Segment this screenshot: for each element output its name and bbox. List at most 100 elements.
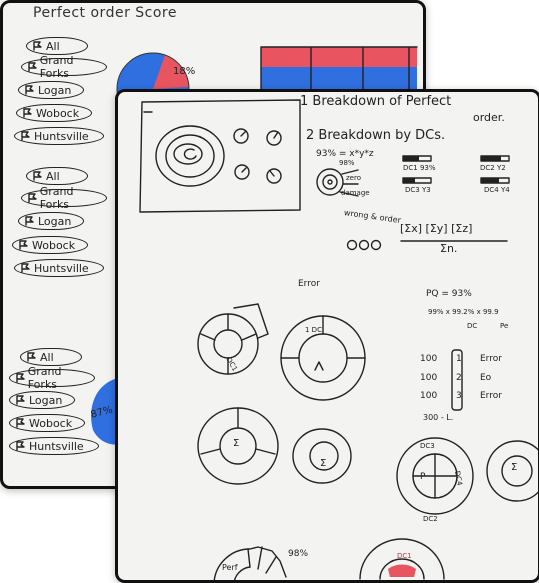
filter-button-label: Huntsville bbox=[34, 129, 89, 143]
donut-label-p: P bbox=[420, 472, 426, 482]
flag-icon bbox=[28, 62, 37, 72]
pq-term-dc: DC bbox=[467, 322, 478, 330]
filter-button-label: Wobock bbox=[36, 106, 80, 120]
row-label: Error bbox=[480, 391, 502, 401]
flag-icon bbox=[16, 441, 26, 451]
filter-button-logan[interactable]: Logan bbox=[9, 391, 75, 409]
filter-button-label: Wobock bbox=[32, 238, 76, 252]
front-sketch-sheet: 1 Breakdown of Perfect order. 2 Breakdow… bbox=[115, 89, 539, 583]
row-index: 1 bbox=[456, 354, 462, 364]
row-value: 100 bbox=[420, 391, 438, 401]
donut-sketch-1 bbox=[197, 303, 269, 375]
dc2-label: DC2 Y2 bbox=[480, 164, 506, 172]
filter-button-label: Logan bbox=[38, 214, 72, 228]
donut-sketch-2 bbox=[280, 315, 366, 401]
donut-label-1dc: 1 DC bbox=[305, 326, 322, 334]
row-index: 3 bbox=[456, 391, 462, 401]
note-breakdown-dcs: 2 Breakdown by DCs. bbox=[306, 128, 446, 143]
flag-icon bbox=[33, 171, 43, 181]
side-label-zero: zero bbox=[346, 174, 361, 182]
filter-button-label: Grand Forks bbox=[39, 54, 74, 80]
filter-button-all[interactable]: All bbox=[26, 37, 88, 55]
filter-button-logan[interactable]: Logan bbox=[18, 212, 84, 230]
filter-button-wobock[interactable]: Wobock bbox=[12, 236, 88, 254]
pq-detail: 99% x 99.2% x 99.9 bbox=[428, 308, 499, 316]
filter-button-all[interactable]: All bbox=[20, 348, 82, 366]
filter-button-grand-forks[interactable]: Grand Forks bbox=[9, 365, 95, 391]
row-total: 300 - L. bbox=[423, 413, 454, 422]
pie-slice-label: 18% bbox=[173, 66, 196, 77]
donut-sketch-5 bbox=[396, 437, 474, 515]
bottom-donut-sketch bbox=[213, 546, 287, 580]
filter-button-label: All bbox=[40, 350, 54, 364]
donut-label-dc3: DC3 bbox=[420, 442, 435, 450]
filter-button-label: Wobock bbox=[29, 416, 73, 430]
bottom-pie-sketch bbox=[91, 378, 118, 445]
bottom-dc-label: DC1 bbox=[397, 552, 412, 560]
note-order: order. bbox=[473, 111, 505, 124]
side-label-damage: damage bbox=[341, 189, 370, 197]
flag-icon bbox=[16, 373, 25, 383]
pq-term-pe: Pe bbox=[500, 322, 509, 330]
filter-button-label: All bbox=[46, 169, 60, 183]
filter-button-grand-forks[interactable]: Grand Forks bbox=[21, 185, 107, 211]
flag-icon bbox=[19, 240, 29, 250]
error-label: Error bbox=[298, 279, 320, 289]
filter-button-logan[interactable]: Logan bbox=[18, 81, 84, 99]
filter-button-huntsville[interactable]: Huntsville bbox=[14, 259, 104, 277]
flag-icon bbox=[25, 85, 35, 95]
row-index: 2 bbox=[456, 373, 462, 383]
bottom-perf-label: Perf bbox=[222, 563, 238, 572]
flag-icon bbox=[16, 395, 26, 405]
dashboard-wireframe-panel bbox=[139, 99, 301, 213]
flag-icon bbox=[21, 263, 31, 273]
filter-button-label: All bbox=[46, 39, 60, 53]
row-value: 100 bbox=[420, 354, 438, 364]
dc1-label: DC1 93% bbox=[403, 164, 436, 172]
target-sketch bbox=[316, 168, 359, 197]
row-value: 100 bbox=[420, 373, 438, 383]
stacked-bar-sketch bbox=[260, 46, 418, 104]
filter-button-label: Huntsville bbox=[34, 261, 89, 275]
filter-button-label: Huntsville bbox=[29, 439, 84, 453]
donut-label-sigma-3: Σ bbox=[511, 462, 518, 473]
bottom-dc-chart bbox=[359, 538, 445, 580]
flag-icon bbox=[27, 352, 37, 362]
filter-button-wobock[interactable]: Wobock bbox=[9, 414, 85, 432]
note-breakdown-perfect: 1 Breakdown of Perfect bbox=[300, 94, 452, 109]
dc-bar-sketches bbox=[402, 155, 510, 184]
bottom-value-98: 98% bbox=[288, 549, 309, 559]
side-label-98: 98% bbox=[339, 159, 355, 167]
flag-icon bbox=[16, 418, 26, 428]
donut-sketch-3 bbox=[197, 407, 279, 485]
dc4-label: DC4 Y4 bbox=[484, 186, 510, 194]
donut-sketch-4 bbox=[292, 428, 352, 484]
filter-button-label: Logan bbox=[29, 393, 63, 407]
donut-label-dc2: DC2 bbox=[423, 515, 438, 523]
row-label: Eo bbox=[480, 373, 492, 383]
flag-icon bbox=[21, 131, 31, 141]
donut-label-sigma-2: Σ bbox=[320, 458, 327, 469]
filter-button-all[interactable]: All bbox=[26, 167, 88, 185]
donut-sketch-6 bbox=[486, 440, 538, 502]
filter-button-label: Grand Forks bbox=[39, 185, 74, 211]
row-label: Error bbox=[480, 354, 502, 364]
dc3-label: DC3 Y3 bbox=[405, 186, 431, 194]
flag-icon bbox=[28, 193, 37, 203]
flag-icon bbox=[25, 216, 35, 226]
formula-text: 93% = x*y*z bbox=[316, 149, 374, 159]
flag-icon bbox=[23, 108, 33, 118]
row-brackets bbox=[451, 349, 463, 411]
equation-divider bbox=[400, 240, 508, 242]
pq-formula: PQ = 93% bbox=[426, 289, 472, 299]
filter-button-label: Logan bbox=[38, 83, 72, 97]
filter-button-huntsville[interactable]: Huntsville bbox=[14, 127, 104, 145]
equation-bottom: Σn. bbox=[440, 242, 458, 255]
wrong-order-note: wrong & order bbox=[343, 208, 402, 225]
small-circles bbox=[346, 239, 382, 251]
filter-button-huntsville[interactable]: Huntsville bbox=[9, 437, 99, 455]
filter-button-grand-forks[interactable]: Grand Forks bbox=[21, 54, 107, 80]
flag-icon bbox=[33, 41, 43, 51]
filter-button-wobock[interactable]: Wobock bbox=[16, 104, 92, 122]
back-sheet-title: Perfect order Score bbox=[33, 5, 177, 21]
